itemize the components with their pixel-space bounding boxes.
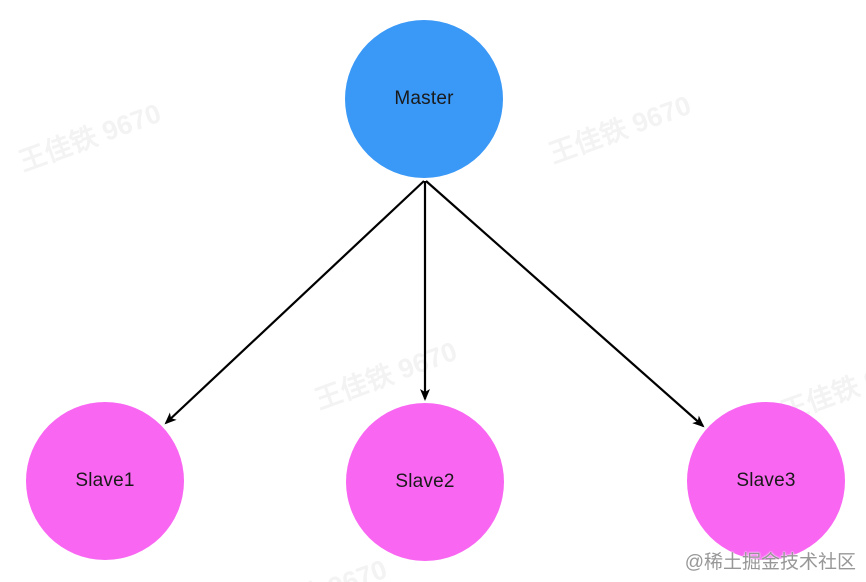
node-slave3-label: Slave3 [736, 470, 796, 491]
diagonal-watermark: 王佳铁 9670 [15, 98, 165, 178]
diagonal-watermark: 王佳铁 9670 [545, 90, 695, 170]
node-slave1: Slave1 [26, 402, 184, 560]
node-slave2: Slave2 [346, 403, 504, 561]
diagonal-watermark: 王佳铁 9670 [239, 548, 392, 582]
node-master: Master [345, 20, 503, 178]
node-slave1-label: Slave1 [75, 470, 135, 491]
node-slave3: Slave3 [687, 402, 845, 560]
edge-master-slave3 [425, 180, 705, 428]
node-slave2-label: Slave2 [395, 471, 455, 492]
node-master-label: Master [394, 88, 454, 109]
community-watermark: @稀土掘金技术社区 [684, 552, 856, 573]
